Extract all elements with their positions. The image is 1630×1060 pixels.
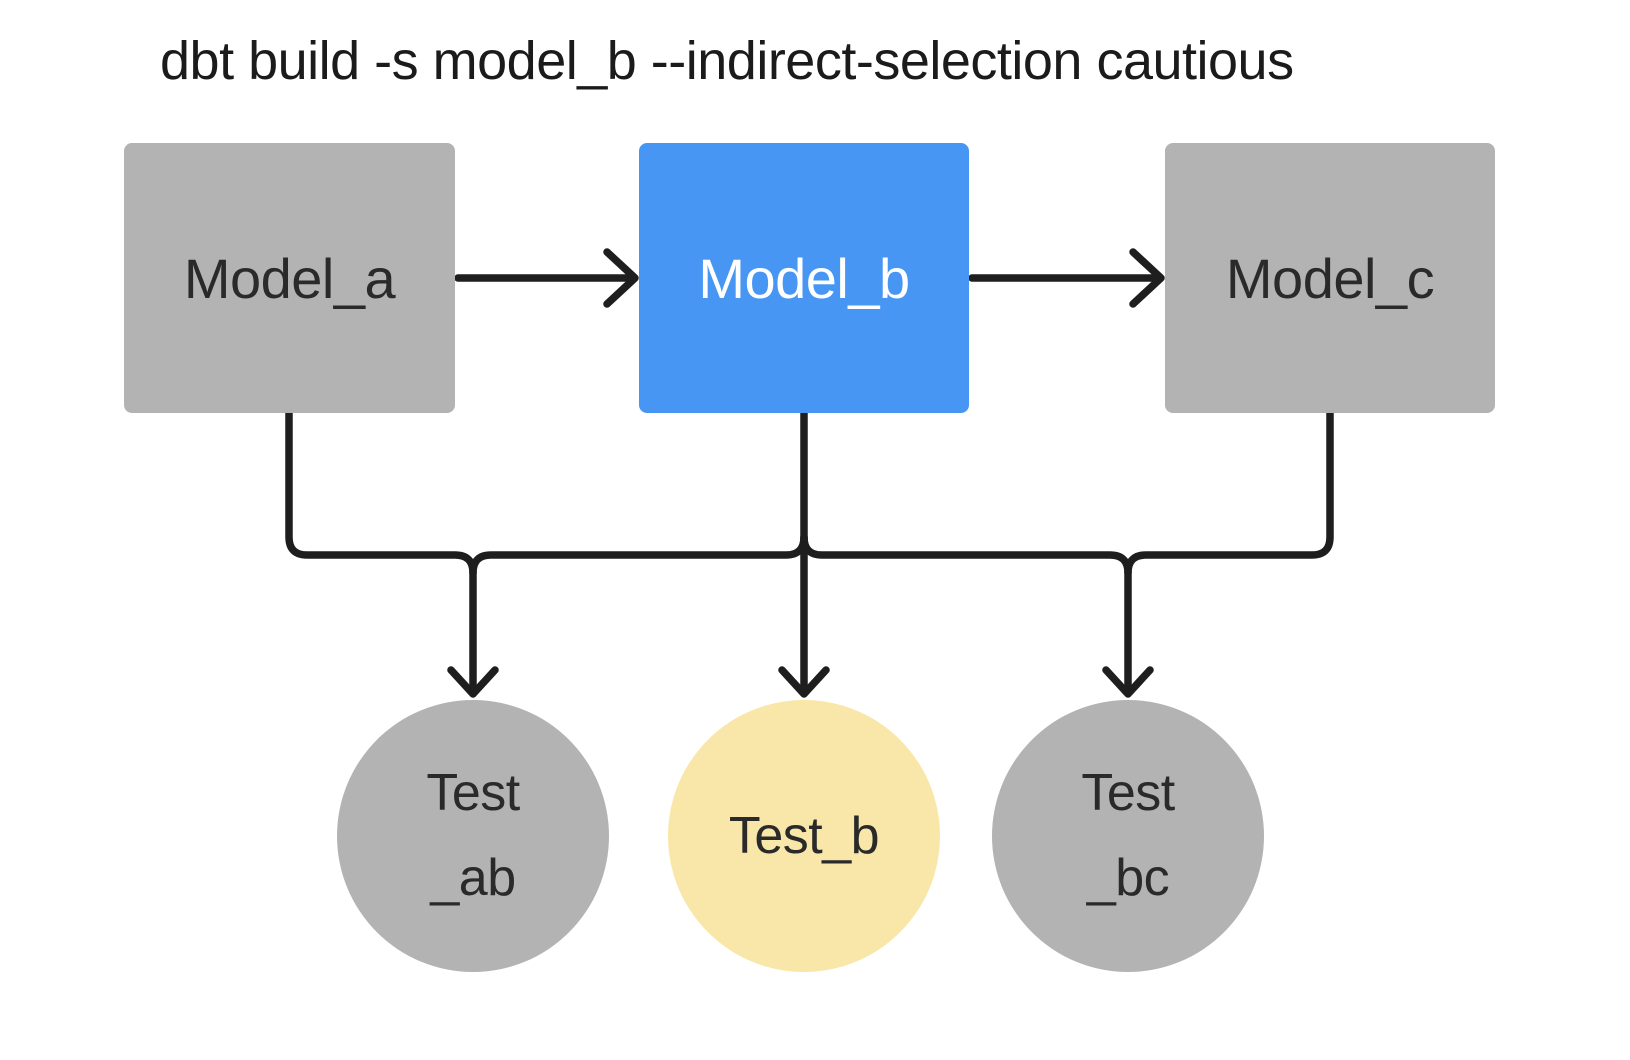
test-bc-label-line2: _bc bbox=[1086, 849, 1170, 907]
test-ab-label-line1: Test bbox=[426, 764, 520, 822]
model-b-node: Model_b bbox=[639, 143, 969, 413]
test-bc-label-line1: Test bbox=[1081, 764, 1175, 822]
test-b-label: Test_b bbox=[728, 806, 880, 865]
edge-model-b-to-test-bc bbox=[800, 533, 1132, 577]
model-a-label: Model_a bbox=[183, 246, 396, 310]
arrowhead-test-ab bbox=[447, 666, 499, 698]
model-b-label: Model_b bbox=[698, 246, 910, 310]
test-ab-node: Test _ab bbox=[337, 700, 609, 972]
model-a-node: Model_a bbox=[124, 143, 455, 413]
edge-model-a-to-test-ab bbox=[285, 409, 477, 695]
arrowhead-model-a-to-model-b bbox=[603, 248, 639, 308]
test-b-node: Test_b bbox=[668, 700, 940, 972]
edge-model-b-to-test-ab bbox=[469, 533, 808, 577]
model-c-node: Model_c bbox=[1165, 143, 1495, 413]
diagram-title: dbt build -s model_b --indirect-selectio… bbox=[160, 31, 1294, 91]
edge-model-c-to-test-bc bbox=[1124, 409, 1334, 695]
test-ab-label-line2: _ab bbox=[430, 849, 516, 907]
test-bc-node: Test _bc bbox=[992, 700, 1264, 972]
arrowhead-model-b-to-model-c bbox=[1129, 248, 1165, 308]
model-c-label: Model_c bbox=[1225, 246, 1435, 310]
arrowhead-test-b bbox=[778, 666, 830, 698]
arrowhead-test-bc bbox=[1102, 666, 1154, 698]
